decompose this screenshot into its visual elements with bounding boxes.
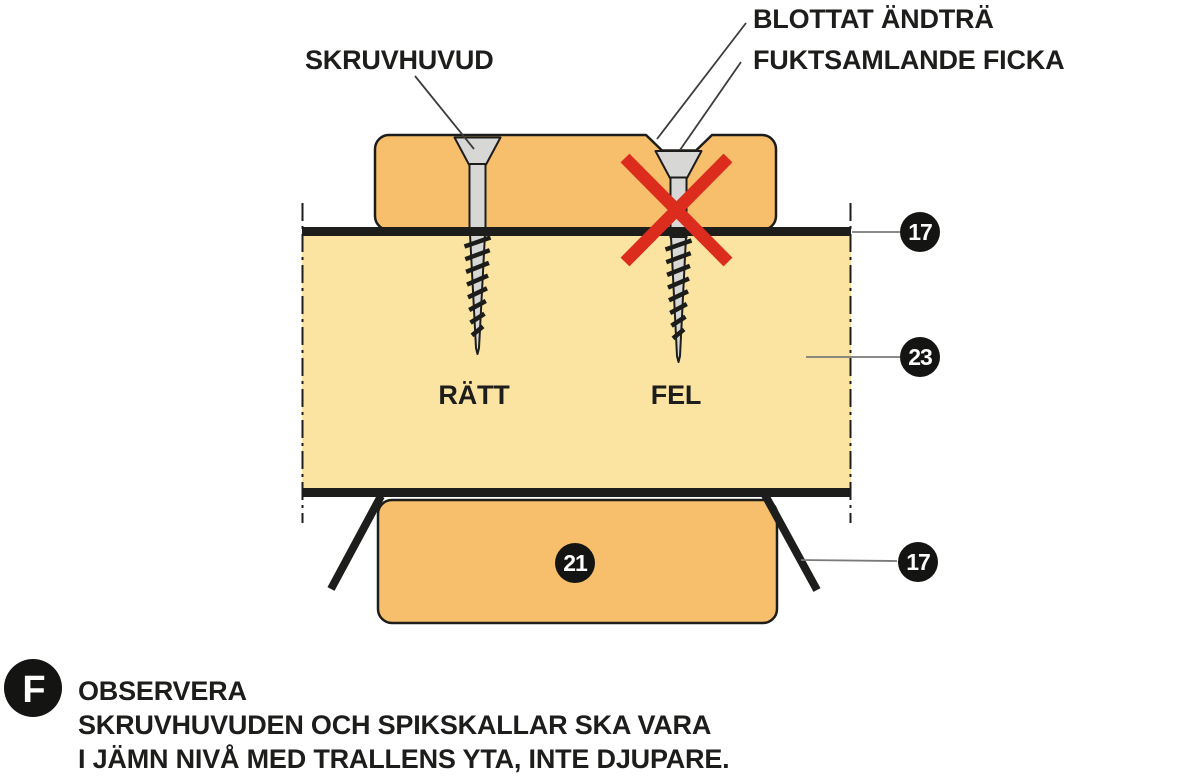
note-title: OBSERVERA — [78, 676, 247, 706]
moisture-pocket-label: FUKTSAMLANDE FICKA — [753, 45, 1064, 75]
screw-shank-left — [468, 163, 487, 235]
callout-21-number: 21 — [563, 550, 588, 576]
angled-fastener-left — [327, 494, 385, 591]
wrong-label: FEL — [651, 380, 701, 410]
callout-21: 21 — [555, 543, 595, 583]
callout-17-bottom-number: 17 — [906, 549, 930, 575]
top-deck-board — [373, 133, 778, 232]
leader-moisture-pocket — [679, 61, 742, 151]
leader-exposed-end-grain — [656, 22, 747, 140]
screw-threads-right — [664, 238, 693, 341]
callout-23: 23 — [900, 337, 940, 377]
note-block: F OBSERVERA SKRUVHUVUDEN OCH SPIKSKALLAR… — [4, 659, 730, 774]
callout-17-bottom: 17 — [898, 542, 938, 582]
leader-callout-17-bottom — [800, 559, 898, 562]
wrong-screw — [654, 150, 703, 363]
note-f-badge — [4, 659, 62, 717]
joist — [302, 227, 851, 495]
callout-17-top: 17 — [900, 212, 940, 252]
red-cross-icon — [620, 153, 733, 267]
note-line-1: SKRUVHUVUDEN OCH SPIKSKALLAR SKA VARA — [78, 710, 711, 740]
angled-fastener-right — [761, 493, 821, 592]
note-line-2: I JÄMN NIVÅ MED TRALLENS YTA, INTE DJUPA… — [78, 743, 729, 774]
exposed-end-grain-label: BLOTTAT ÄNDTRÄ — [753, 4, 994, 34]
screw-head-label: SKRUVHUVUD — [305, 45, 494, 75]
leader-screw-head — [414, 75, 475, 150]
callout-23-number: 23 — [908, 344, 932, 370]
callout-17-top-number: 17 — [908, 219, 932, 245]
screw-threads-left — [463, 235, 492, 338]
correct-screw — [453, 136, 502, 355]
correct-label: RÄTT — [438, 380, 510, 410]
note-f-letter: F — [22, 669, 45, 711]
